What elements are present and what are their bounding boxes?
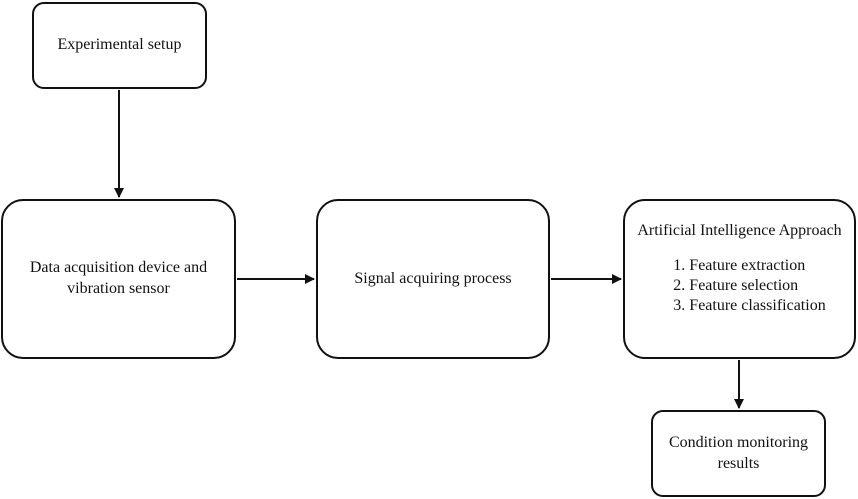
node-ai-approach-list: 1. Feature extraction 2. Feature selecti… <box>673 256 825 316</box>
node-data-acquisition-line2: vibration sensor <box>67 280 170 297</box>
node-condition-monitoring-line2: results <box>717 454 760 472</box>
ai-step-feature-extraction: 1. Feature extraction <box>673 256 806 274</box>
node-signal-acquiring: Signal acquiring process <box>316 199 550 359</box>
node-signal-acquiring-label: Signal acquiring process <box>354 269 512 287</box>
node-data-acquisition: Data acquisition device and vibration se… <box>1 199 236 359</box>
node-ai-approach: Artificial Intelligence Approach 1. Feat… <box>623 199 856 359</box>
ai-step-feature-selection: 2. Feature selection <box>673 276 799 294</box>
node-condition-monitoring-results: Condition monitoring results <box>651 410 826 497</box>
node-experimental-setup: Experimental setup <box>32 2 207 89</box>
node-ai-approach-title: Artificial Intelligence Approach <box>637 222 842 239</box>
node-condition-monitoring-line1: Condition monitoring <box>668 433 809 451</box>
node-data-acquisition-line1: Data acquisition device and <box>29 259 208 277</box>
node-experimental-setup-label: Experimental setup <box>57 36 182 54</box>
ai-step-feature-classification: 3. Feature classification <box>673 296 826 314</box>
